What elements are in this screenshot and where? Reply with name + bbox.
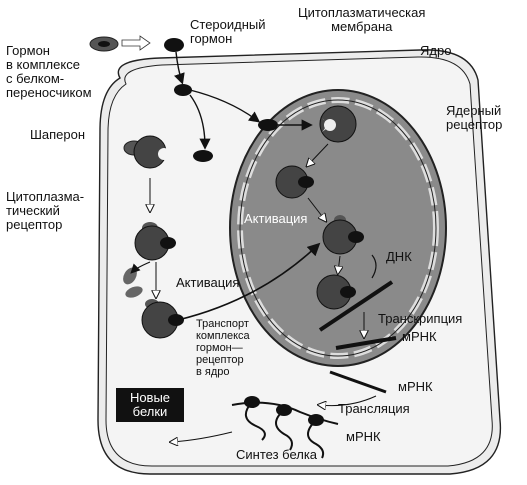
white-arrow-nucleus-2 (307, 197, 325, 220)
activated-receptor-2 (141, 299, 184, 339)
activated-receptor-1 (134, 222, 176, 261)
hormone-near-nucleus (258, 119, 278, 131)
cytoplasmic-membrane-label: Цитоплазматическая мембрана (298, 5, 426, 34)
arrow-transport-to-nucleus (177, 242, 321, 321)
nuclear-receptor-label: Ядерный рецептор (446, 103, 503, 132)
mrna-cytoplasm-label: мРНК (398, 379, 433, 394)
nuclear-complex-2 (322, 215, 364, 255)
protein-synthesis-label: Синтез белка (236, 447, 318, 462)
arrow-to-chaperone (189, 94, 211, 150)
mrna-cytoplasm-strand (329, 370, 387, 394)
polysome (231, 396, 339, 459)
mrna-nuclear-label: мРНК (402, 329, 437, 344)
arrow-to-nucleus (189, 89, 261, 123)
activation-nucleus-label: Активация (244, 211, 308, 226)
nucleus-label: Ядро (420, 43, 452, 58)
white-arrow-nucleus-3 (338, 255, 340, 272)
dna-curve (371, 254, 377, 279)
arrow-entry (174, 51, 185, 85)
steroid-hormone-label: Стероидный гормон (190, 17, 266, 46)
mrna-ribosome-label: мРНК (346, 429, 381, 444)
nuclear-receptor-shape (319, 105, 357, 143)
hormone-near-chaperone (193, 150, 213, 162)
arrow-small-left (130, 261, 151, 274)
new-proteins-box: Новые белки (116, 388, 184, 422)
dna-strand (318, 280, 394, 332)
nuclear-complex-1 (275, 165, 314, 199)
mrna-nuclear-strand (335, 336, 397, 350)
steroid-hormone-dot (164, 38, 184, 52)
transport-label: Транспорт комплекса гормон— рецептор в я… (196, 318, 250, 378)
hormone-carrier-complex (89, 35, 151, 52)
hormone-complex-label: Гормон в комплексе с белком- переносчико… (6, 43, 92, 100)
arrow-to-new-proteins (172, 431, 233, 442)
white-arrow-nucleus-1 (308, 143, 329, 165)
hormone-inside-cell (174, 84, 192, 96)
nuclear-complex-3 (316, 274, 356, 310)
dna-label: ДНК (386, 249, 412, 264)
activation-cytoplasm-label: Активация (176, 275, 240, 290)
transcription-label: Транскрипция (378, 311, 463, 326)
chaperone-complex (123, 135, 170, 169)
translation-label: Трансляция (338, 401, 410, 416)
cytoplasmic-receptor-label: Цитоплазма- тический рецептор (6, 189, 85, 232)
chaperone-label: Шаперон (30, 127, 86, 142)
arrow-to-translation (320, 395, 377, 406)
